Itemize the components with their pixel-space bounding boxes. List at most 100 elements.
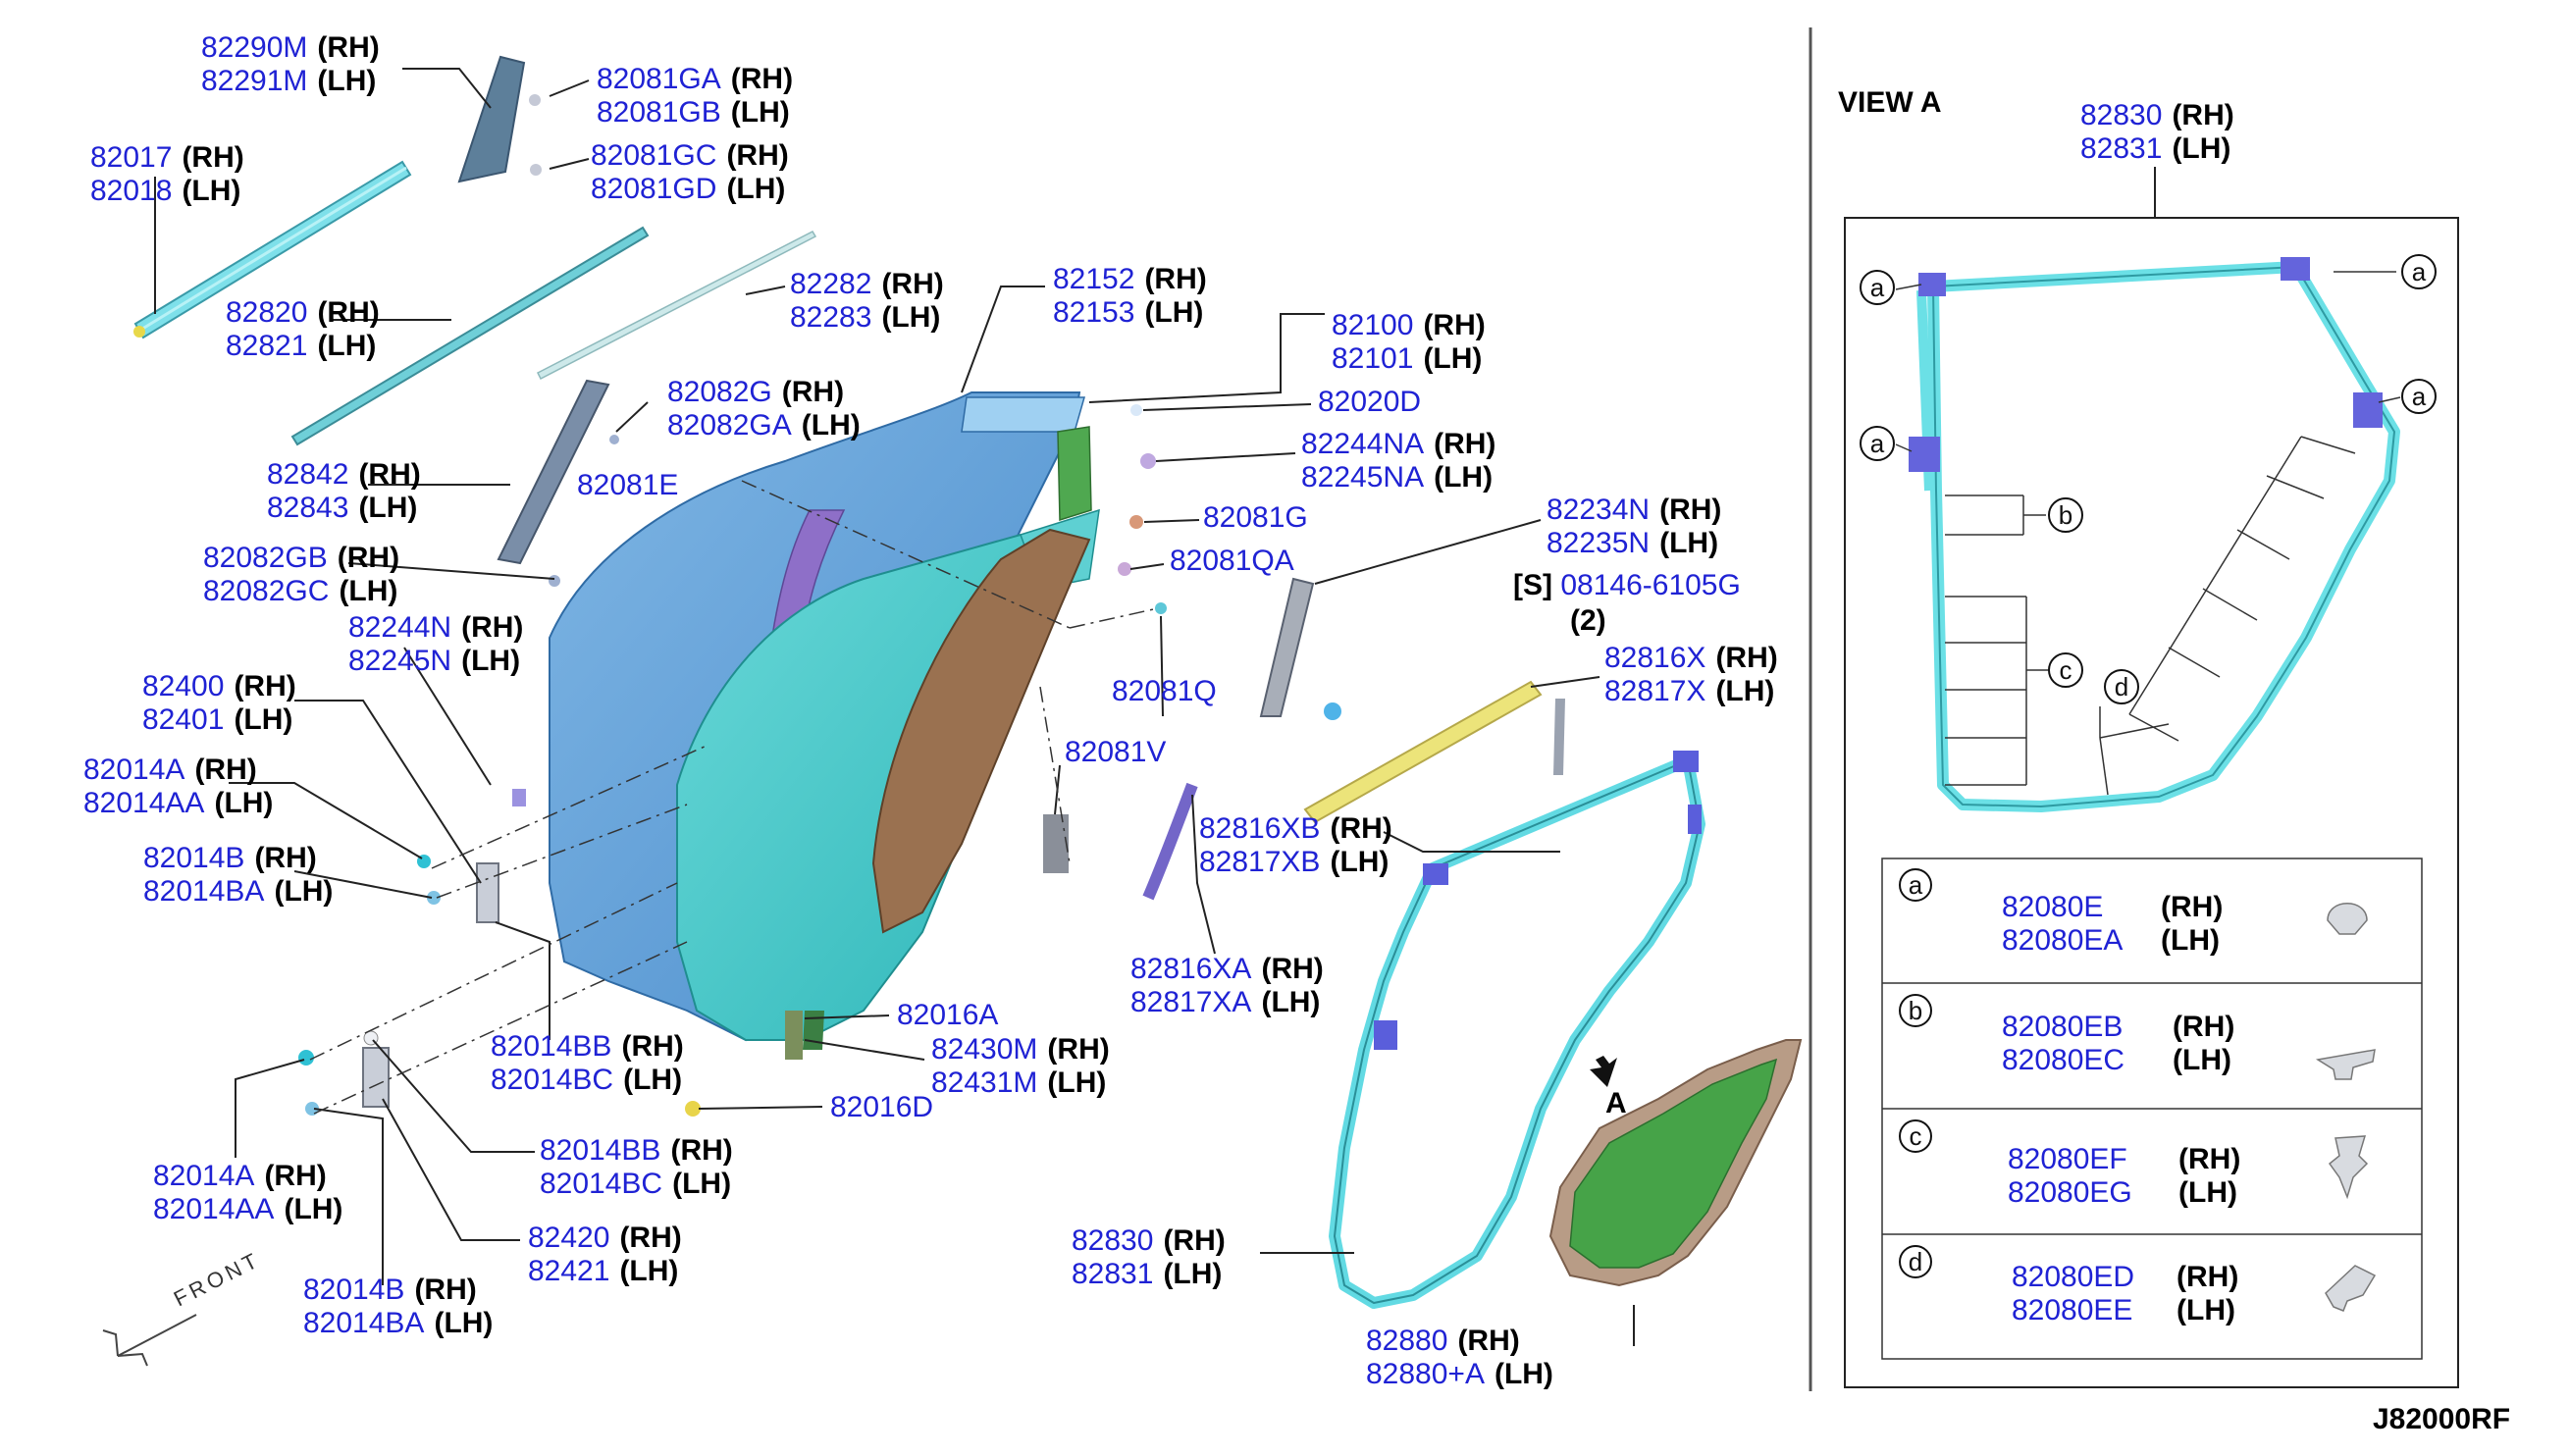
part-number[interactable]: 82244N xyxy=(348,611,452,644)
marker-a-4: a xyxy=(1870,429,1885,458)
part-number[interactable]: 82082GB xyxy=(203,542,328,574)
part-number[interactable]: 82820 xyxy=(226,296,308,329)
part-number[interactable]: 82817XB xyxy=(1199,846,1321,878)
side-tag: (RH) xyxy=(619,1222,682,1254)
clip-82081G xyxy=(1129,515,1143,529)
part-number[interactable]: 82014BA xyxy=(303,1307,425,1339)
molding-82017 xyxy=(133,160,412,339)
part-number[interactable]: 82020D xyxy=(1318,386,1422,418)
part-number[interactable]: 82014BC xyxy=(491,1064,614,1096)
callout-82420: 82420(RH)82421(LH) xyxy=(528,1222,682,1288)
part-number[interactable]: 82430M xyxy=(931,1033,1038,1066)
part-number[interactable]: 82291M xyxy=(201,65,308,97)
part-number[interactable]: 82153 xyxy=(1053,296,1135,329)
callout-82234n: 82234N(RH)82235N(LH) xyxy=(1547,494,1721,560)
part-number[interactable]: 82081GB xyxy=(597,96,721,129)
part-number[interactable]: 82431M xyxy=(931,1066,1038,1099)
part-number[interactable]: 82816X xyxy=(1604,642,1706,674)
part-number[interactable]: 82014AA xyxy=(153,1193,275,1225)
side-tag: (LH) xyxy=(1047,1066,1107,1099)
part-number[interactable]: 82014B xyxy=(303,1274,405,1306)
part-number[interactable]: 82830 xyxy=(1072,1224,1154,1257)
part-number[interactable]: 82014AA xyxy=(83,787,205,819)
part-number[interactable]: 82081G xyxy=(1203,501,1308,534)
part-number[interactable]: 82401 xyxy=(142,703,225,736)
part-number[interactable]: 82816XA xyxy=(1130,953,1252,985)
part-number[interactable]: 82843 xyxy=(267,492,349,524)
part-number[interactable]: 82283 xyxy=(790,301,872,334)
bolt-part-number: 08146-6105G xyxy=(1560,569,1741,601)
side-tag: (LH) xyxy=(801,409,861,442)
part-number[interactable]: 82880 xyxy=(1366,1325,1448,1357)
callout-line: 82152(RH) xyxy=(1053,263,1207,296)
clip-d-lh: 82080EE xyxy=(2012,1294,2133,1326)
clip-d-lh-tag: (LH) xyxy=(2177,1294,2235,1326)
callout-line: 82081V xyxy=(1065,736,1166,769)
part-number[interactable]: 82831 xyxy=(1072,1258,1154,1290)
part-number[interactable]: 82244NA xyxy=(1301,428,1425,460)
part-number[interactable]: 82018 xyxy=(90,175,173,207)
part-number[interactable]: 82400 xyxy=(142,670,225,702)
side-tag: (RH) xyxy=(670,1134,733,1167)
callout-line: 82020D xyxy=(1318,386,1421,419)
part-number[interactable]: 82016A xyxy=(897,999,999,1031)
part-number[interactable]: 82016D xyxy=(830,1091,934,1123)
side-tag: (RH) xyxy=(317,31,380,64)
part-number[interactable]: 82816XB xyxy=(1199,812,1321,845)
side-tag: (RH) xyxy=(2172,99,2234,131)
part-number[interactable]: 82081QA xyxy=(1170,545,1294,577)
part-number[interactable]: 82842 xyxy=(267,458,349,491)
part-number[interactable]: 82014B xyxy=(143,842,245,874)
callout-82244na: 82244NA(RH)82245NA(LH) xyxy=(1301,428,1495,494)
part-number[interactable]: 82830 xyxy=(2080,99,2163,131)
part-number[interactable]: 82817X xyxy=(1604,675,1706,707)
part-number[interactable]: 82014BB xyxy=(540,1134,661,1167)
part-number[interactable]: 82014BA xyxy=(143,875,265,908)
part-number[interactable]: 82081E xyxy=(577,469,679,501)
marker-d: d xyxy=(2115,672,2128,702)
callout-line: 82431M (LH) xyxy=(931,1066,1110,1100)
part-number[interactable]: 82101 xyxy=(1332,342,1414,375)
part-number[interactable]: 82152 xyxy=(1053,263,1135,295)
part-number[interactable]: 82817XA xyxy=(1130,986,1252,1018)
part-number[interactable]: 82420 xyxy=(528,1222,610,1254)
callout-82016a: 82016A xyxy=(897,999,998,1032)
part-number[interactable]: 82014A xyxy=(83,754,185,786)
part-number[interactable]: 82081V xyxy=(1065,736,1167,768)
part-number[interactable]: 82014A xyxy=(153,1160,255,1192)
side-tag: (RH) xyxy=(264,1160,327,1192)
part-number[interactable]: 82290M xyxy=(201,31,308,64)
part-number[interactable]: 82245N xyxy=(348,645,452,677)
part-number[interactable]: 82082GA xyxy=(667,409,792,442)
part-number[interactable]: 82082GC xyxy=(203,575,330,607)
part-number[interactable]: 82082G xyxy=(667,376,772,408)
clip-82244NA xyxy=(1140,453,1156,469)
bolt-callout: [S] 08146-6105G xyxy=(1513,569,1741,602)
part-number[interactable]: 82014BB xyxy=(491,1030,612,1063)
part-number[interactable]: 82235N xyxy=(1547,527,1651,559)
part-number[interactable]: 82821 xyxy=(226,330,308,362)
part-number[interactable]: 82282 xyxy=(790,268,872,300)
callout-line: 82234N(RH) xyxy=(1547,494,1721,527)
callout-82816xa: 82816XA(RH)82817XA(LH) xyxy=(1130,953,1324,1019)
part-number[interactable]: 82081GC xyxy=(591,139,717,172)
part-number[interactable]: 82081GD xyxy=(591,173,717,205)
side-tag: (RH) xyxy=(1423,309,1486,341)
seal-82816XA xyxy=(1142,782,1198,901)
part-number[interactable]: 82880+A xyxy=(1366,1358,1485,1390)
part-number[interactable]: 82421 xyxy=(528,1255,610,1287)
part-number[interactable]: 82081GA xyxy=(597,63,721,95)
part-number[interactable]: 82234N xyxy=(1547,494,1651,526)
clip-d-rh: 82080ED xyxy=(2012,1261,2135,1293)
callout-line: 82820(RH) xyxy=(226,296,380,330)
part-number[interactable]: 82014BC xyxy=(540,1168,663,1200)
part-number[interactable]: 82100 xyxy=(1332,309,1414,341)
callout-line: 82081QA xyxy=(1170,545,1294,578)
clip-b-rh-tag: (RH) xyxy=(2173,1011,2235,1043)
part-number[interactable]: 82831 xyxy=(2080,132,2163,165)
marker-a-3: a xyxy=(2412,382,2427,411)
part-number[interactable]: 82081Q xyxy=(1112,675,1217,707)
part-number[interactable]: 82245NA xyxy=(1301,461,1425,494)
part-number[interactable]: 82017 xyxy=(90,141,173,174)
callout-line: 82081E xyxy=(577,469,678,502)
